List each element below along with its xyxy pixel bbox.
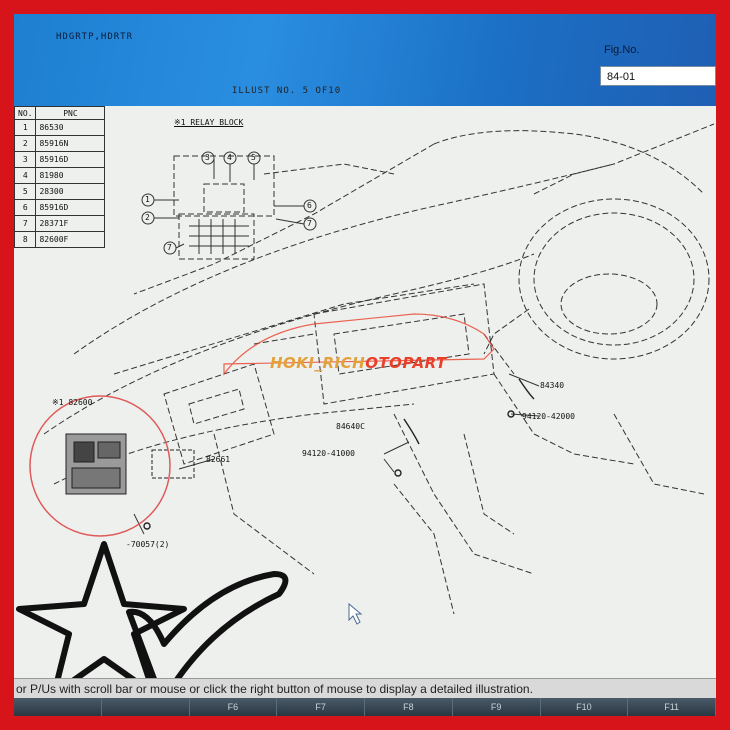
row-number: 3 [14,151,37,168]
pnc-code: 28300 [35,183,106,200]
pnc-column-header: PNC [35,106,106,120]
app-title: HDGRTP,HDRTR [56,32,134,42]
fkey-f6[interactable]: F6 [189,698,278,716]
watermark-text-1: HOKI_RICH [270,354,366,372]
status-bar: or P/Us with scroll bar or mouse or clic… [14,678,716,699]
row-number: 4 [14,167,37,184]
callout-7b: 7 [167,243,172,252]
pnc-code: 85916D [35,199,106,216]
pnc-code: 85916N [35,135,106,152]
part-84340-label[interactable]: 84340 [540,381,565,390]
dashboard-line-drawing [29,123,715,615]
fkey-f8[interactable]: F8 [365,698,453,716]
callout-6: 6 [307,201,312,210]
illust-number: ILLUST NO. 5 OF10 [232,86,342,96]
watermark: HOKI_RICHOTOPART [270,354,447,372]
watermark-text-2: OTOPART [365,354,447,372]
part-70057-label[interactable]: -70057(2) [126,540,170,549]
callout-2: 2 [145,213,150,222]
fkey-f10[interactable]: F10 [540,698,629,716]
callout-4: 4 [227,153,232,162]
no-column-header: NO. [14,106,37,120]
row-number: 6 [14,199,37,216]
relay-block-title: ※1 RELAY BLOCK [174,118,244,127]
pnc-code: 81980 [35,167,106,184]
header-bar: HDGRTP,HDRTR Fig.No. 84-01 ILLUST NO. 5 … [14,14,716,106]
part-94120-42000-label[interactable]: 94120-42000 [522,412,575,421]
callout-1: 1 [145,195,150,204]
fig-no-field[interactable]: 84-01 [600,66,716,86]
row-number: 1 [14,119,37,136]
pnc-code: 85916D [35,151,106,168]
callout-5: 5 [251,153,256,162]
function-key-bar: F6 F7 F8 F9 F10 F11 [14,698,716,716]
fkey-blank-1[interactable] [14,698,102,716]
fig-no-label: Fig.No. [604,44,640,56]
fkey-blank-2[interactable] [101,698,190,716]
fkey-f11[interactable]: F11 [628,698,716,716]
part-82600-label[interactable]: ※1 82600 [52,398,93,407]
screen-frame: HDGRTP,HDRTR Fig.No. 84-01 ILLUST NO. 5 … [14,14,716,716]
pnc-table-header: NO. PNC [14,106,106,120]
pnc-code: 86530 [35,119,106,136]
callout-7: 7 [307,219,312,228]
part-84640c-label[interactable]: 84640C [336,422,365,431]
row-number: 2 [14,135,37,152]
fkey-f7[interactable]: F7 [277,698,365,716]
fkey-f9[interactable]: F9 [452,698,541,716]
part-82661-label[interactable]: 82661 [206,455,231,464]
row-number: 8 [14,231,37,248]
row-number: 5 [14,183,37,200]
pnc-code: 28371F [35,215,106,232]
part-94120-41000-label[interactable]: 94120-41000 [302,449,355,458]
callout-3: 3 [205,153,210,162]
pnc-code: 82600F [35,231,106,248]
row-number: 7 [14,215,37,232]
